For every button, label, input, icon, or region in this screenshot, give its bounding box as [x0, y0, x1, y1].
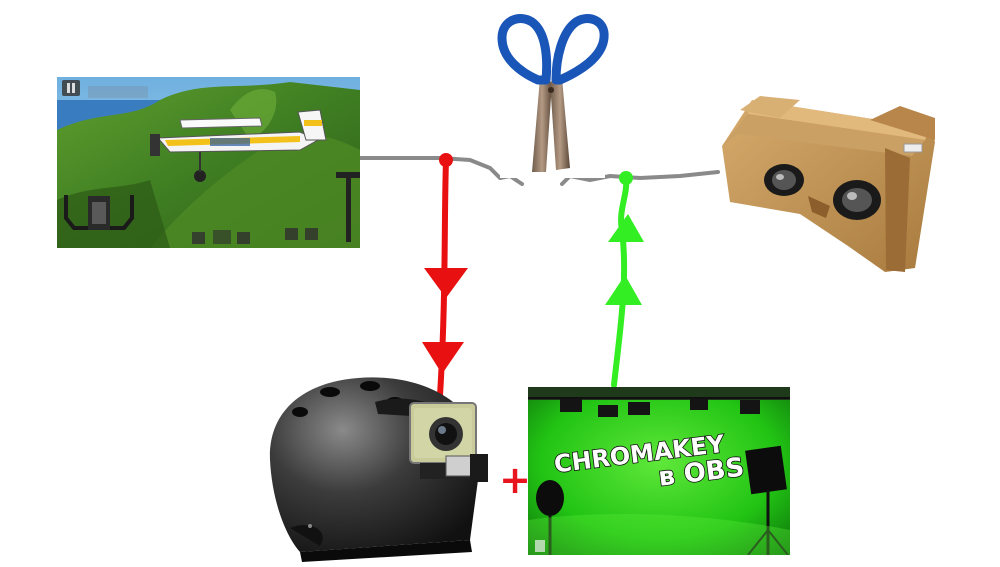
softbox-light-left	[536, 480, 564, 555]
chromakey-card: CHROMAKEY в OBS	[528, 387, 790, 555]
camera-button[interactable]	[237, 232, 250, 244]
view-button[interactable]	[192, 232, 205, 244]
green-arrow	[605, 171, 644, 388]
yoke-icon[interactable]	[64, 195, 134, 230]
plus-symbol: +	[499, 458, 531, 502]
red-arrow	[422, 153, 468, 398]
action-camera-icon	[409, 402, 488, 482]
flaps-button[interactable]	[213, 230, 231, 244]
softbox-light-right	[745, 445, 789, 555]
scissors-icon	[497, 12, 609, 178]
flight-sim-screenshot	[57, 77, 361, 248]
throttle-icon[interactable]	[336, 172, 361, 242]
gear-button[interactable]	[305, 228, 318, 240]
helmet-camera-icon	[269, 377, 488, 562]
hud-buttons	[192, 228, 318, 244]
airplane-icon	[150, 109, 327, 182]
studio-lights	[528, 397, 790, 417]
brake-button[interactable]	[285, 228, 298, 240]
vr-headset-icon	[722, 96, 935, 272]
plus-symbol-text: +	[499, 458, 531, 502]
pause-icon[interactable]	[62, 80, 80, 96]
